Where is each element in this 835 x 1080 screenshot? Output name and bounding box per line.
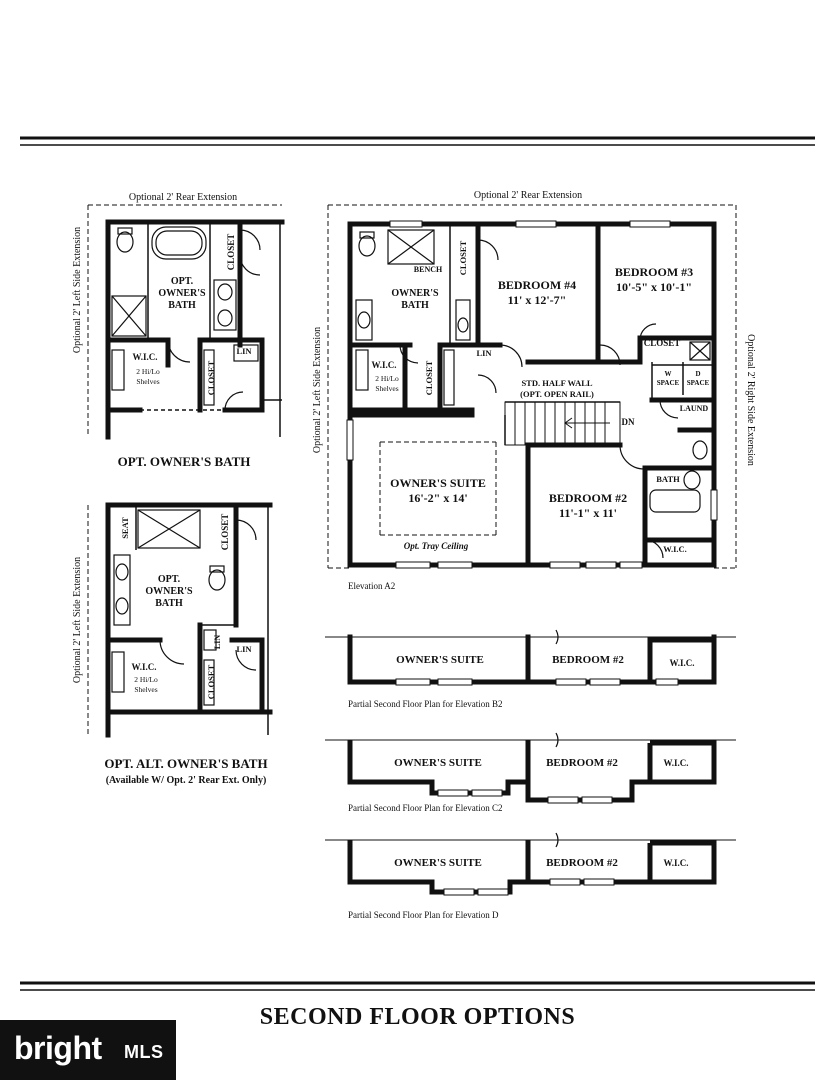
alt-bath-note: (Available W/ Opt. 2' Rear Ext. Only): [106, 775, 267, 786]
bedroom2-size: 11'-1" x 11': [559, 506, 617, 520]
opt-owners-bath-plan: Optional 2' Rear Extension Optional 2' L…: [72, 192, 285, 469]
footer-rule: [20, 981, 815, 991]
opt-bath-closet-label: CLOSET: [226, 234, 236, 271]
alt-bath-shelves-1: 2 Hi/Lo: [134, 675, 158, 684]
partial-c2-caption: Partial Second Floor Plan for Elevation …: [348, 803, 502, 813]
bedroom3-size: 10'-5" x 10'-1": [616, 280, 692, 294]
main-shelves-1: 2 Hi/Lo: [375, 374, 399, 383]
opt-bath-lin-label: LIN: [236, 346, 252, 356]
partial-b2-owners-suite: OWNER'S SUITE: [396, 654, 484, 666]
partial-d-wic: W.I.C.: [664, 858, 689, 868]
d-space-label-1: D: [695, 370, 700, 378]
main-closet1-label: CLOSET: [458, 240, 468, 275]
partial-d-bedroom: BEDROOM #2: [546, 857, 618, 869]
tray-ceiling-note: Opt. Tray Ceiling: [404, 541, 469, 551]
partial-b2-caption: Partial Second Floor Plan for Elevation …: [348, 699, 502, 709]
alt-bath-side-ext-label: Optional 2' Left Side Extension: [72, 557, 83, 683]
partial-d-caption: Partial Second Floor Plan for Elevation …: [348, 910, 499, 920]
page-title: SECOND FLOOR OPTIONS: [259, 1004, 576, 1030]
main-wic2-label: W.I.C.: [663, 544, 687, 554]
elevation-a2-label: Elevation A2: [348, 581, 395, 591]
main-bench-label: BENCH: [414, 265, 443, 274]
main-wic-label: W.I.C.: [372, 360, 397, 370]
alt-bath-label-1: OPT.: [158, 574, 181, 585]
header-rule: [20, 136, 815, 146]
main-left-ext-label: Optional 2' Left Side Extension: [312, 327, 323, 453]
opt-bath-side-ext-label: Optional 2' Left Side Extension: [72, 227, 83, 353]
d-space-label-2: SPACE: [687, 379, 710, 387]
main-owners-bath-label-2: BATH: [401, 300, 429, 311]
opt-bath-label-1: OPT.: [171, 276, 194, 287]
partial-b2-wic: W.I.C.: [670, 658, 695, 668]
opt-bath-label-2: OWNER'S: [158, 288, 206, 299]
bedroom2-name: BEDROOM #2: [549, 491, 627, 505]
stairs: [504, 401, 621, 446]
logo-suffix: MLS: [124, 1042, 164, 1062]
alt-bath-shelves-2: Shelves: [134, 685, 157, 694]
bedroom4-name: BEDROOM #4: [498, 278, 576, 292]
partial-plan-d: OWNER'S SUITE BEDROOM #2 W.I.C. Partial …: [325, 832, 736, 920]
partial-plan-c2: OWNER'S SUITE BEDROOM #2 W.I.C. Partial …: [325, 732, 736, 813]
opt-bath-wic-label: W.I.C.: [133, 352, 158, 362]
half-wall-label-1: STD. HALF WALL: [521, 378, 592, 388]
main-owners-bath-label-1: OWNER'S: [391, 288, 439, 299]
laund-label: LAUND: [680, 404, 709, 413]
owners-suite-size: 16'-2" x 14': [408, 491, 467, 505]
opt-bath-rear-ext-label: Optional 2' Rear Extension: [129, 192, 237, 203]
opt-bath-closet2-label: CLOSET: [206, 360, 216, 395]
main-shelves-2: Shelves: [375, 384, 398, 393]
main-second-floor-plan: Optional 2' Rear Extension Optional 2' L…: [312, 190, 756, 591]
opt-alt-owners-bath-plan: Optional 2' Left Side Extension SEAT CLO…: [72, 502, 273, 786]
alt-bath-caption: OPT. ALT. OWNER'S BATH: [104, 756, 267, 771]
main-lin-label: LIN: [476, 348, 492, 358]
main-closet3-label: CLOSET: [424, 360, 434, 395]
stairs-dn-label: DN: [622, 417, 635, 427]
logo-brand: bright: [14, 1030, 102, 1066]
main-rear-ext-label: Optional 2' Rear Extension: [474, 190, 582, 201]
bedroom3-name: BEDROOM #3: [615, 265, 693, 279]
alt-bath-label-2: OWNER'S: [145, 586, 193, 597]
opt-bath-shelves-2: Shelves: [136, 377, 159, 386]
alt-bath-label-3: BATH: [155, 598, 183, 609]
opt-bath-shelves-1: 2 Hi/Lo: [136, 367, 160, 376]
alt-bath-closet2-label: CLOSET: [206, 664, 216, 699]
bedroom4-size: 11' x 12'-7": [508, 293, 567, 307]
main-closet2-label: CLOSET: [644, 338, 681, 348]
partial-c2-owners-suite: OWNER'S SUITE: [394, 757, 482, 769]
partial-b2-bedroom: BEDROOM #2: [552, 654, 624, 666]
alt-bath-wic-label: W.I.C.: [132, 662, 157, 672]
alt-bath-seat-label: SEAT: [120, 517, 130, 539]
partial-plan-b2: OWNER'S SUITE BEDROOM #2 W.I.C. Partial …: [325, 629, 736, 709]
bright-mls-logo: bright MLS: [0, 1020, 176, 1080]
owners-suite-name: OWNER'S SUITE: [390, 476, 486, 490]
bath-label: BATH: [656, 474, 680, 484]
alt-bath-lin1-label: LIN: [213, 635, 222, 649]
partial-c2-wic: W.I.C.: [664, 758, 689, 768]
alt-bath-lin2-label: LIN: [236, 644, 252, 654]
partial-c2-bedroom: BEDROOM #2: [546, 757, 618, 769]
opt-bath-caption: OPT. OWNER'S BATH: [118, 454, 251, 469]
w-space-label-1: W: [665, 370, 672, 378]
partial-d-owners-suite: OWNER'S SUITE: [394, 857, 482, 869]
opt-bath-label-3: BATH: [168, 300, 196, 311]
main-right-ext-label: Optional 2' Right Side Extension: [745, 334, 756, 466]
w-space-label-2: SPACE: [657, 379, 680, 387]
alt-bath-closet-label: CLOSET: [220, 514, 230, 551]
half-wall-label-2: (OPT. OPEN RAIL): [520, 389, 594, 399]
